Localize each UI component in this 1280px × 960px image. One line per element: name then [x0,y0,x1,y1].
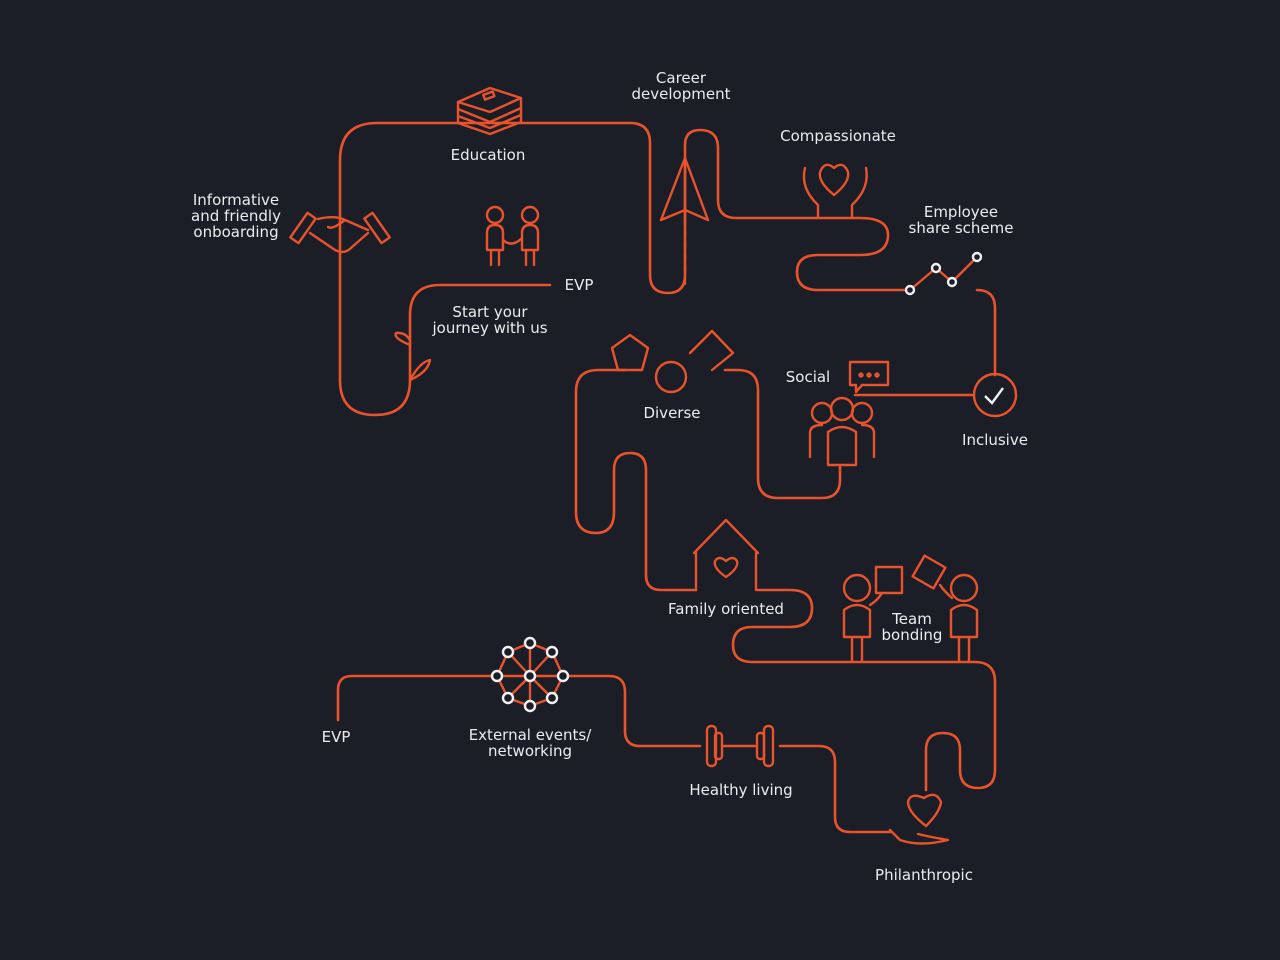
group-icon [808,396,876,467]
career-label: Career development [631,69,731,103]
diverse-label: Diverse [643,404,701,422]
heart-hands-icon [802,163,868,220]
journey-path [338,121,912,417]
dumbbell-icon [705,724,775,768]
handshake-icon [289,211,391,254]
evp-start-label: EVP [564,276,594,294]
heart-hand-icon [888,793,950,845]
checkmark-circle-icon [972,372,1018,418]
philanthropic-label: Philanthropic [875,866,973,884]
journey-path [975,288,997,377]
healthy-label: Healthy living [689,781,793,799]
house-heart-icon [692,518,760,592]
education-label: Education [450,146,526,164]
paper-plane-icon [659,156,710,227]
holding-hands-icon [485,205,540,267]
start-journey-label: Start your journey with us [432,303,548,337]
social-label: Social [785,368,831,386]
chat-bubble-icon [848,360,890,394]
books-icon [456,86,523,136]
journey-path [336,674,892,834]
evp-end-label: EVP [321,728,351,746]
plant-icon [394,331,432,382]
family-label: Family oriented [668,600,784,618]
share-scheme-label: Employee share scheme [908,203,1014,237]
shapes-icon [610,329,735,394]
line-chart-icon [904,251,983,296]
network-icon [490,636,570,713]
puzzle-people-icon [842,554,979,664]
inclusive-label: Inclusive [962,431,1028,449]
journey-path [574,368,997,792]
onboarding-label: Informative and friendly onboarding [191,191,281,241]
team-label: Team bonding [881,610,943,644]
compassionate-label: Compassionate [780,127,896,145]
external-label: External events/ networking [468,726,592,760]
